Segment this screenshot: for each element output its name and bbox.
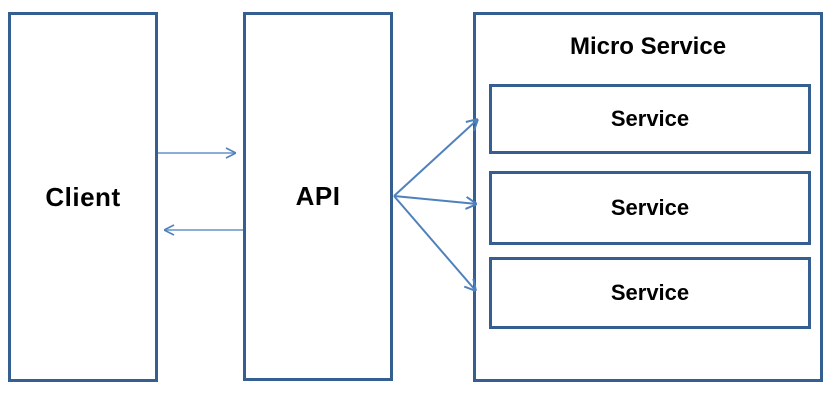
service-node-3-label: Service [610,280,690,305]
micro-service-container: Micro Service Service Service Service [473,12,823,382]
service-node-2: Service [489,171,811,245]
client-node: Client [8,12,158,382]
service-node-2-label: Service [610,195,690,220]
api-to-service-2-arrow [393,195,477,204]
micro-service-title: Micro Service [569,33,727,60]
client-node-label: Client [45,181,121,212]
api-node: API [243,12,393,381]
service-node-3: Service [489,257,811,329]
api-node-label: API [295,181,341,211]
api-to-service-3-arrow [393,195,476,291]
api-to-service-1-arrow [393,119,478,197]
service-node-1-label: Service [610,106,690,131]
service-node-1: Service [489,84,811,154]
